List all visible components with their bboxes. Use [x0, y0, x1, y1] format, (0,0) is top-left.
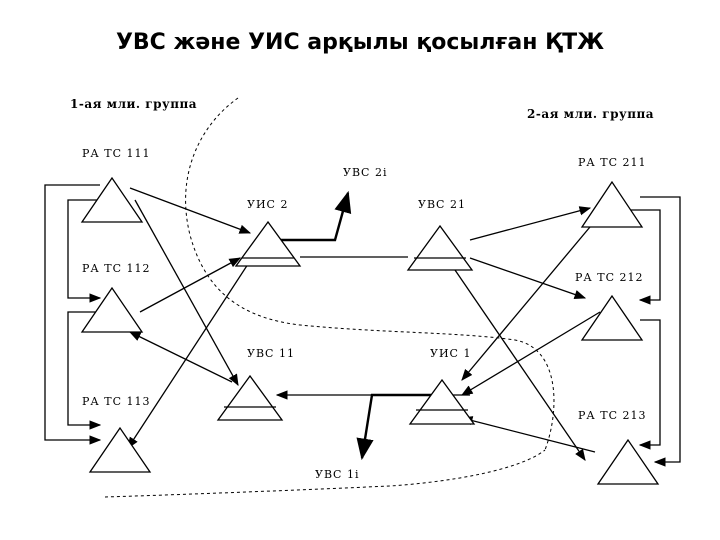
uvs1i-label: УВС 1i: [315, 468, 359, 481]
group-1-label: 1-ая мли. группа: [70, 97, 197, 111]
ratc-112-label: РА ТС 112: [82, 262, 150, 275]
uvs21-node: [406, 224, 474, 271]
right-loop-lines: [630, 196, 681, 467]
ratc-111-node: [80, 176, 144, 223]
uvs2i-label: УВС 2i: [343, 166, 387, 179]
ratc-112-node: [80, 286, 144, 333]
uis1-label: УИС 1: [430, 347, 471, 360]
uis2-node: [234, 220, 302, 267]
ratc-111-label: РА ТС 111: [82, 147, 150, 160]
ratc-113-label: РА ТС 113: [82, 395, 150, 408]
ratc-213-label: РА ТС 213: [578, 409, 646, 422]
uis1-node: [408, 378, 476, 425]
ratc-211-label: РА ТС 211: [578, 156, 646, 169]
group-boundary-upper: [185, 97, 555, 451]
ratc-211-node: [580, 180, 644, 228]
uis2-label: УИС 2: [247, 198, 288, 211]
group-boundary-lower: [104, 449, 546, 498]
connection-lines: [127, 187, 601, 461]
left-loop-lines: [44, 184, 102, 445]
ratc-212-label: РА ТС 212: [575, 271, 643, 284]
group-2-label: 2-ая мли. группа: [527, 107, 654, 121]
uvs11-node: [216, 374, 284, 421]
uvs11-label: УВС 11: [247, 347, 295, 360]
uvs21-label: УВС 21: [418, 198, 466, 211]
ratc-213-node: [596, 438, 660, 485]
ratc-212-node: [580, 294, 644, 341]
ratc-113-node: [88, 426, 152, 473]
page-title: УВС және УИС арқылы қосылған ҚТЖ: [115, 30, 605, 55]
